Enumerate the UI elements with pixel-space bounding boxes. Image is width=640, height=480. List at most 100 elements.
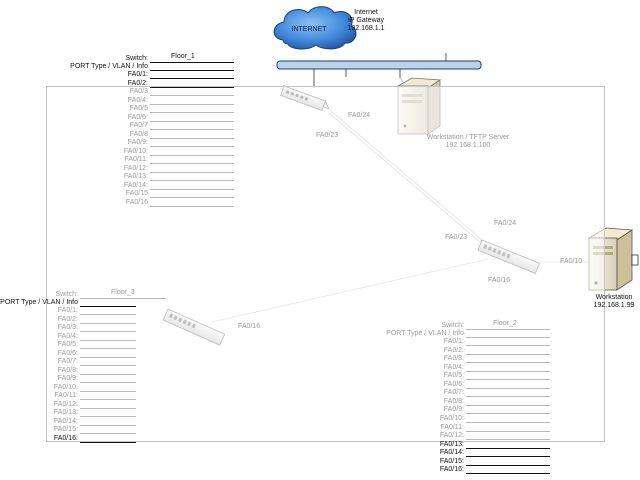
port-info-line[interactable] bbox=[80, 373, 136, 375]
port-info-line[interactable] bbox=[466, 421, 550, 423]
port-info-line[interactable] bbox=[150, 163, 234, 164]
port-info-line[interactable] bbox=[466, 362, 550, 364]
port-info-line[interactable] bbox=[150, 188, 234, 190]
port-info-line[interactable] bbox=[80, 339, 136, 341]
port-row: FA0/10: bbox=[400, 414, 550, 423]
port-info-line[interactable] bbox=[466, 396, 550, 398]
port-info-line[interactable] bbox=[80, 331, 136, 332]
port-info-line[interactable] bbox=[80, 322, 136, 324]
port-row: FA0/8: bbox=[30, 367, 136, 375]
switch-label: Switch: bbox=[55, 291, 78, 298]
port-info-line[interactable] bbox=[150, 95, 234, 96]
switch-name-row: Switch: bbox=[30, 291, 166, 299]
port-label: FA0/14: bbox=[439, 449, 464, 457]
port-label: FA0/3: bbox=[443, 355, 464, 363]
port-row: FA0/2: bbox=[100, 80, 234, 88]
port-label: FA0/7 bbox=[129, 122, 148, 129]
port-row: FA0/14: bbox=[30, 418, 136, 426]
port-header: PORT Type / VLAN / Info bbox=[0, 299, 78, 306]
port-label: FA0/3: bbox=[57, 324, 78, 331]
port-label: FA0/14: bbox=[123, 181, 148, 189]
port-header-row: PORT Type / VLAN / Info bbox=[380, 330, 550, 338]
port-info-line[interactable] bbox=[150, 205, 234, 207]
port-info-line[interactable] bbox=[80, 407, 136, 409]
port-header-row: PORT Type / VLAN / Info bbox=[40, 63, 234, 71]
gateway-line: IP Gateway bbox=[347, 17, 385, 24]
port-info-line[interactable] bbox=[466, 370, 550, 372]
port-row: FA0/15 bbox=[100, 190, 234, 198]
port-label: FA0/15: bbox=[439, 457, 464, 465]
port-info-line[interactable] bbox=[466, 447, 550, 449]
port-info-line[interactable] bbox=[150, 154, 234, 156]
port-label-sw1-fa023: FA0/23 bbox=[316, 132, 339, 139]
port-row: FA0/16: bbox=[30, 435, 136, 443]
port-info-line[interactable] bbox=[150, 137, 234, 139]
port-info-line[interactable] bbox=[150, 112, 234, 113]
port-info-line[interactable] bbox=[80, 433, 136, 434]
port-label-sw2-fa023: FA0/23 bbox=[445, 234, 468, 241]
port-info-line[interactable] bbox=[80, 399, 136, 400]
port-row: FA0/9: bbox=[30, 375, 136, 383]
port-info-line[interactable] bbox=[80, 441, 136, 443]
port-info-line[interactable] bbox=[466, 473, 550, 475]
port-info-line[interactable] bbox=[80, 416, 136, 417]
port-info-line[interactable] bbox=[466, 387, 550, 389]
port-info-line[interactable] bbox=[466, 456, 550, 458]
port-info-line[interactable] bbox=[150, 78, 234, 79]
port-info-line[interactable] bbox=[150, 197, 234, 198]
port-info-line[interactable] bbox=[466, 439, 550, 441]
port-label: FA0/6: bbox=[127, 113, 148, 121]
port-row: FA0/16: bbox=[400, 466, 550, 475]
port-info-line[interactable] bbox=[80, 348, 136, 349]
port-row: FA0/3: bbox=[400, 355, 550, 364]
port-info-line[interactable] bbox=[80, 382, 136, 383]
port-info-line[interactable] bbox=[80, 356, 136, 358]
port-label: FA0/9: bbox=[443, 406, 464, 414]
port-row: FA0/2: bbox=[30, 315, 136, 324]
port-row: FA0/14: bbox=[400, 449, 550, 458]
port-info-line[interactable] bbox=[466, 413, 550, 415]
port-row: FA0/14: bbox=[100, 181, 234, 190]
port-label: FA0/7: bbox=[57, 358, 78, 365]
port-info-line[interactable] bbox=[150, 171, 234, 173]
tftp-server-line: 192.168.1.100 bbox=[445, 142, 491, 149]
port-row: FA0/12: bbox=[30, 401, 136, 409]
port-info-line[interactable] bbox=[466, 430, 550, 432]
port-info-line[interactable] bbox=[466, 379, 550, 381]
port-info-line[interactable] bbox=[466, 345, 550, 346]
tftp-server-icon bbox=[396, 77, 442, 135]
port-info-line[interactable] bbox=[80, 314, 136, 315]
port-label: FA0/10: bbox=[439, 414, 464, 422]
port-label: FA0/1: bbox=[57, 307, 78, 314]
port-info-line[interactable] bbox=[150, 129, 234, 130]
port-label: FA0/12: bbox=[123, 164, 148, 172]
port-info-line[interactable] bbox=[150, 103, 234, 105]
port-row: FA0/11: bbox=[400, 424, 550, 432]
port-info-line[interactable] bbox=[466, 353, 550, 355]
port-info-line[interactable] bbox=[80, 390, 136, 392]
link-sw2-sw3 bbox=[211, 258, 489, 323]
port-row: FA0/4: bbox=[100, 97, 234, 105]
port-label: FA0/6: bbox=[443, 380, 464, 388]
gateway-label: Internet IP Gateway 192.168.1.1 bbox=[338, 9, 394, 33]
port-label: FA0/11: bbox=[54, 392, 78, 399]
port-header: PORT Type / VLAN / Info bbox=[70, 63, 148, 70]
switch-name-value: Floor_3 bbox=[111, 289, 135, 296]
port-info-line[interactable] bbox=[150, 146, 234, 147]
port-info-line[interactable] bbox=[150, 120, 234, 122]
port-label: FA0/5: bbox=[443, 372, 464, 380]
port-info-line[interactable] bbox=[80, 365, 136, 366]
port-info-line[interactable] bbox=[80, 424, 136, 426]
port-row: FA0/13: bbox=[30, 409, 136, 417]
port-label: FA0/2: bbox=[57, 315, 78, 323]
port-row: FA0/5 bbox=[100, 105, 234, 113]
port-row: FA0/15: bbox=[30, 426, 136, 434]
port-info-line[interactable] bbox=[466, 404, 550, 406]
port-row: FA0/3 bbox=[100, 88, 234, 96]
port-row: FA0/4: bbox=[30, 333, 136, 341]
port-info-line[interactable] bbox=[466, 464, 550, 466]
port-header-row: PORT Type / VLAN / Info bbox=[0, 299, 136, 307]
port-info-line[interactable] bbox=[150, 180, 234, 181]
port-info-line[interactable] bbox=[150, 86, 234, 88]
port-label: FA0/1: bbox=[127, 71, 148, 78]
